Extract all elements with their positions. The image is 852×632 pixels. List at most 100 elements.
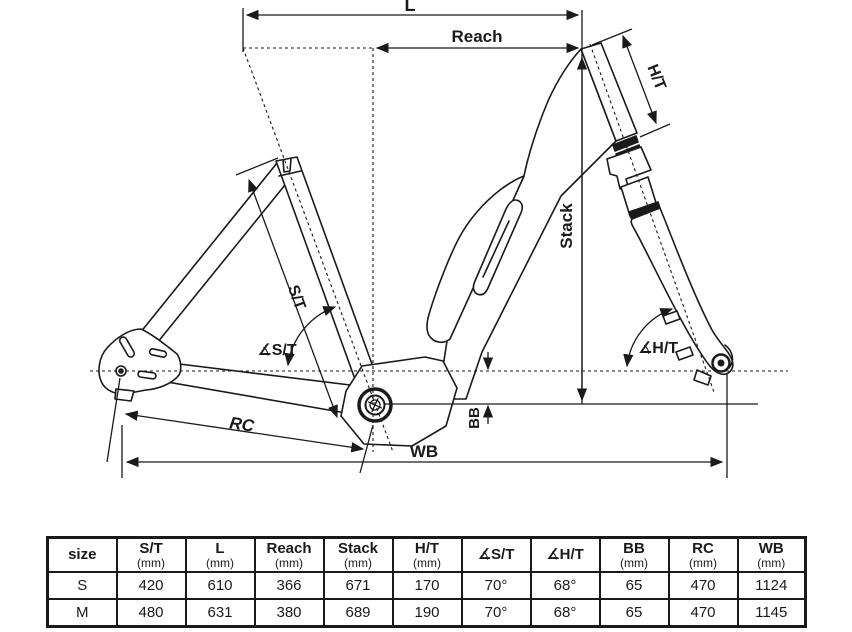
header-ht: H/T(mm): [391, 536, 463, 573]
cell-m-size: M: [46, 598, 118, 628]
headset-band-1: [612, 135, 639, 152]
cell-s-rc: 470: [667, 571, 739, 600]
header-wb-label: WB: [758, 539, 784, 557]
geometry-table-header: size S/T(mm) L(mm) Reach(mm) Stack(mm) H…: [46, 536, 807, 573]
bike-frame: [98, 42, 734, 447]
seatpost-slot: [282, 158, 292, 173]
header-rc-label: RC: [692, 539, 714, 557]
arc-head-angle: [623, 308, 674, 368]
label-bb-drop: BB: [466, 407, 483, 429]
ht-ext-bottom: [639, 123, 671, 138]
header-row: size S/T(mm) L(mm) Reach(mm) Stack(mm) H…: [46, 536, 807, 573]
cell-s-size: S: [46, 571, 118, 600]
header-stack: Stack(mm): [322, 536, 394, 573]
cell-m-l: 631: [184, 598, 256, 628]
cell-s-head-angle: 68°: [529, 571, 601, 600]
header-bb-unit: (mm): [620, 556, 648, 571]
brake-tab-lower: [675, 346, 694, 361]
arc-seat-angle: [284, 306, 337, 367]
cell-m-seat-angle: 70°: [460, 598, 532, 628]
header-rc-unit: (mm): [689, 556, 717, 571]
cell-s-reach: 366: [253, 571, 325, 600]
cell-s-seat-angle: 70°: [460, 571, 532, 600]
header-ht-unit: (mm): [413, 556, 441, 571]
seat-stay: [139, 162, 290, 349]
dim-st: [248, 178, 338, 419]
table-row-size-m: M 480 631 380 689 190 70° 68° 65 470 114…: [46, 598, 807, 628]
header-head-angle: ∡H/T: [529, 536, 601, 573]
ht-ext-top: [591, 28, 633, 46]
header-st-unit: (mm): [137, 556, 165, 571]
dimension-lines: [106, 8, 758, 478]
rear-dropout: [98, 328, 182, 395]
label-reach: Reach: [451, 27, 502, 46]
header-head-angle-label: ∡H/T: [546, 546, 584, 564]
steering-axis: [589, 43, 715, 393]
construction-lines: [90, 43, 788, 453]
label-wheelbase: WB: [410, 442, 438, 461]
rc-ext-left: [106, 377, 121, 463]
st-ext-top: [235, 157, 279, 176]
fork-dropout-hook: [724, 344, 734, 369]
header-stack-label: Stack: [337, 539, 379, 557]
geometry-table: size S/T(mm) L(mm) Reach(mm) Stack(mm) H…: [46, 536, 807, 628]
brake-tab-upper: [662, 310, 681, 325]
front-dropout-foot: [693, 369, 712, 386]
cell-m-reach: 380: [253, 598, 325, 628]
cell-s-l: 610: [184, 571, 256, 600]
header-seat-angle: ∡S/T: [460, 536, 532, 573]
header-l: L(mm): [184, 536, 256, 573]
geometry-table-body: S 420 610 366 671 170 70° 68° 65 470 112…: [46, 571, 807, 628]
battery-accent-line: [482, 220, 510, 278]
dropout-slot-a: [118, 336, 136, 358]
header-st: S/T(mm): [115, 536, 187, 573]
header-bb: BB(mm): [598, 536, 670, 573]
header-wb: WB(mm): [736, 536, 807, 573]
cell-m-st: 480: [115, 598, 187, 628]
dropout-slot-b: [148, 348, 168, 358]
label-head-tube: H/T: [643, 62, 669, 92]
cell-s-bb: 65: [598, 571, 670, 600]
header-ht-label: H/T: [414, 539, 440, 557]
header-rc: RC(mm): [667, 536, 739, 573]
dim-ht: [622, 34, 657, 125]
header-reach-label: Reach: [266, 539, 312, 557]
header-seat-angle-label: ∡S/T: [477, 546, 515, 564]
header-l-label: L: [215, 539, 225, 557]
front-axle-center: [717, 359, 725, 367]
label-length: L: [405, 0, 416, 15]
label-rear-center: RC: [228, 413, 256, 435]
battery-cover: [426, 175, 525, 344]
dim-rc: [124, 410, 365, 453]
cell-m-ht: 190: [391, 598, 463, 628]
geometry-diagram: L Reach Stack H/T S/T ∡S/T ∡H/T BB RC WB: [90, 0, 788, 478]
header-size: size: [46, 536, 118, 573]
dimension-labels: L Reach Stack H/T S/T ∡S/T ∡H/T BB RC WB: [228, 0, 678, 461]
cell-s-ht: 170: [391, 571, 463, 600]
header-st-label: S/T: [139, 539, 163, 557]
header-bb-label: BB: [623, 539, 645, 557]
dropout-slot-c: [137, 370, 157, 380]
cell-m-head-angle: 68°: [529, 598, 601, 628]
cell-s-wb: 1124: [736, 571, 807, 600]
header-stack-unit: (mm): [344, 556, 372, 571]
table-row-size-s: S 420 610 366 671 170 70° 68° 65 470 112…: [46, 571, 807, 600]
header-l-unit: (mm): [206, 556, 234, 571]
fork-leg: [630, 207, 734, 376]
cell-m-wb: 1145: [736, 598, 807, 628]
cell-m-rc: 470: [667, 598, 739, 628]
header-size-label: size: [68, 546, 97, 564]
header-reach: Reach(mm): [253, 536, 325, 573]
label-head-angle: ∡H/T: [638, 340, 678, 357]
header-wb-unit: (mm): [757, 556, 786, 571]
down-tube: [437, 48, 617, 400]
cell-m-stack: 689: [322, 598, 394, 628]
cell-s-st: 420: [115, 571, 187, 600]
label-stack: Stack: [557, 203, 576, 249]
header-reach-unit: (mm): [275, 556, 303, 571]
cell-m-bb: 65: [598, 598, 670, 628]
label-seat-angle: ∡S/T: [257, 342, 296, 359]
label-seat-tube: S/T: [284, 283, 309, 312]
cell-s-stack: 671: [322, 571, 394, 600]
